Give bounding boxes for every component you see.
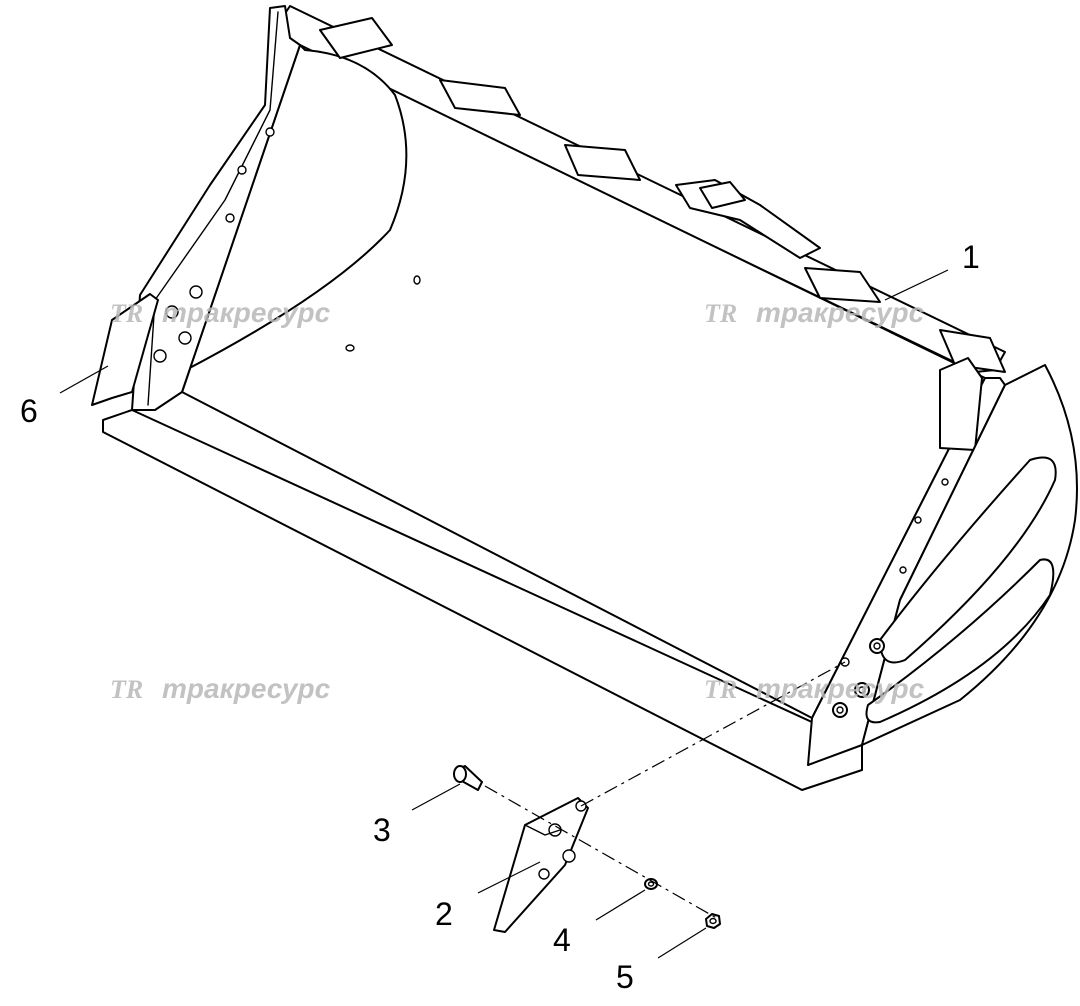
callout-3: 3 bbox=[373, 812, 391, 848]
watermark-top-left: TR тракресурс bbox=[110, 297, 331, 328]
left-side-cutter bbox=[91, 293, 159, 406]
bucket-assembly bbox=[91, 5, 1078, 791]
top-ribs bbox=[319, 17, 1006, 373]
left-plate-holes bbox=[153, 127, 421, 363]
right-plate-holes bbox=[840, 478, 949, 667]
washer bbox=[644, 878, 658, 890]
watermark-text: тракресурс bbox=[756, 297, 925, 328]
callout-labels: 1 2 3 4 5 6 bbox=[20, 239, 980, 995]
watermark-text: тракресурс bbox=[162, 673, 331, 704]
bolt bbox=[453, 765, 483, 791]
watermark-text: тракресурс bbox=[756, 673, 925, 704]
watermark-logo: TR bbox=[110, 675, 143, 704]
leader-lines bbox=[59, 269, 949, 959]
bucket-curved-floor bbox=[181, 44, 408, 393]
watermark-bottom-left: TR тракресурс bbox=[110, 673, 331, 704]
callout-6: 6 bbox=[20, 393, 38, 429]
watermark-top-right: TR тракресурс bbox=[704, 297, 925, 328]
right-cutter-bolts bbox=[832, 638, 885, 718]
nut bbox=[705, 913, 721, 929]
assembly-line-plate bbox=[580, 661, 846, 807]
watermark-logo: TR bbox=[704, 675, 737, 704]
right-wing-slot-upper bbox=[879, 456, 1057, 664]
exploded-fasteners bbox=[453, 661, 846, 933]
watermark-bottom-right: TR тракресурс bbox=[704, 673, 925, 704]
watermark-logo: TR bbox=[110, 299, 143, 328]
callout-2: 2 bbox=[435, 896, 453, 932]
assembly-line-bolt bbox=[484, 785, 721, 921]
right-side-upright bbox=[939, 357, 983, 451]
right-wing-slot-lower bbox=[865, 558, 1055, 724]
watermark-text: тракресурс bbox=[162, 297, 331, 328]
callout-1: 1 bbox=[962, 239, 980, 275]
callout-4: 4 bbox=[553, 922, 571, 958]
callout-5: 5 bbox=[616, 959, 634, 995]
watermark-logo: TR bbox=[704, 299, 737, 328]
